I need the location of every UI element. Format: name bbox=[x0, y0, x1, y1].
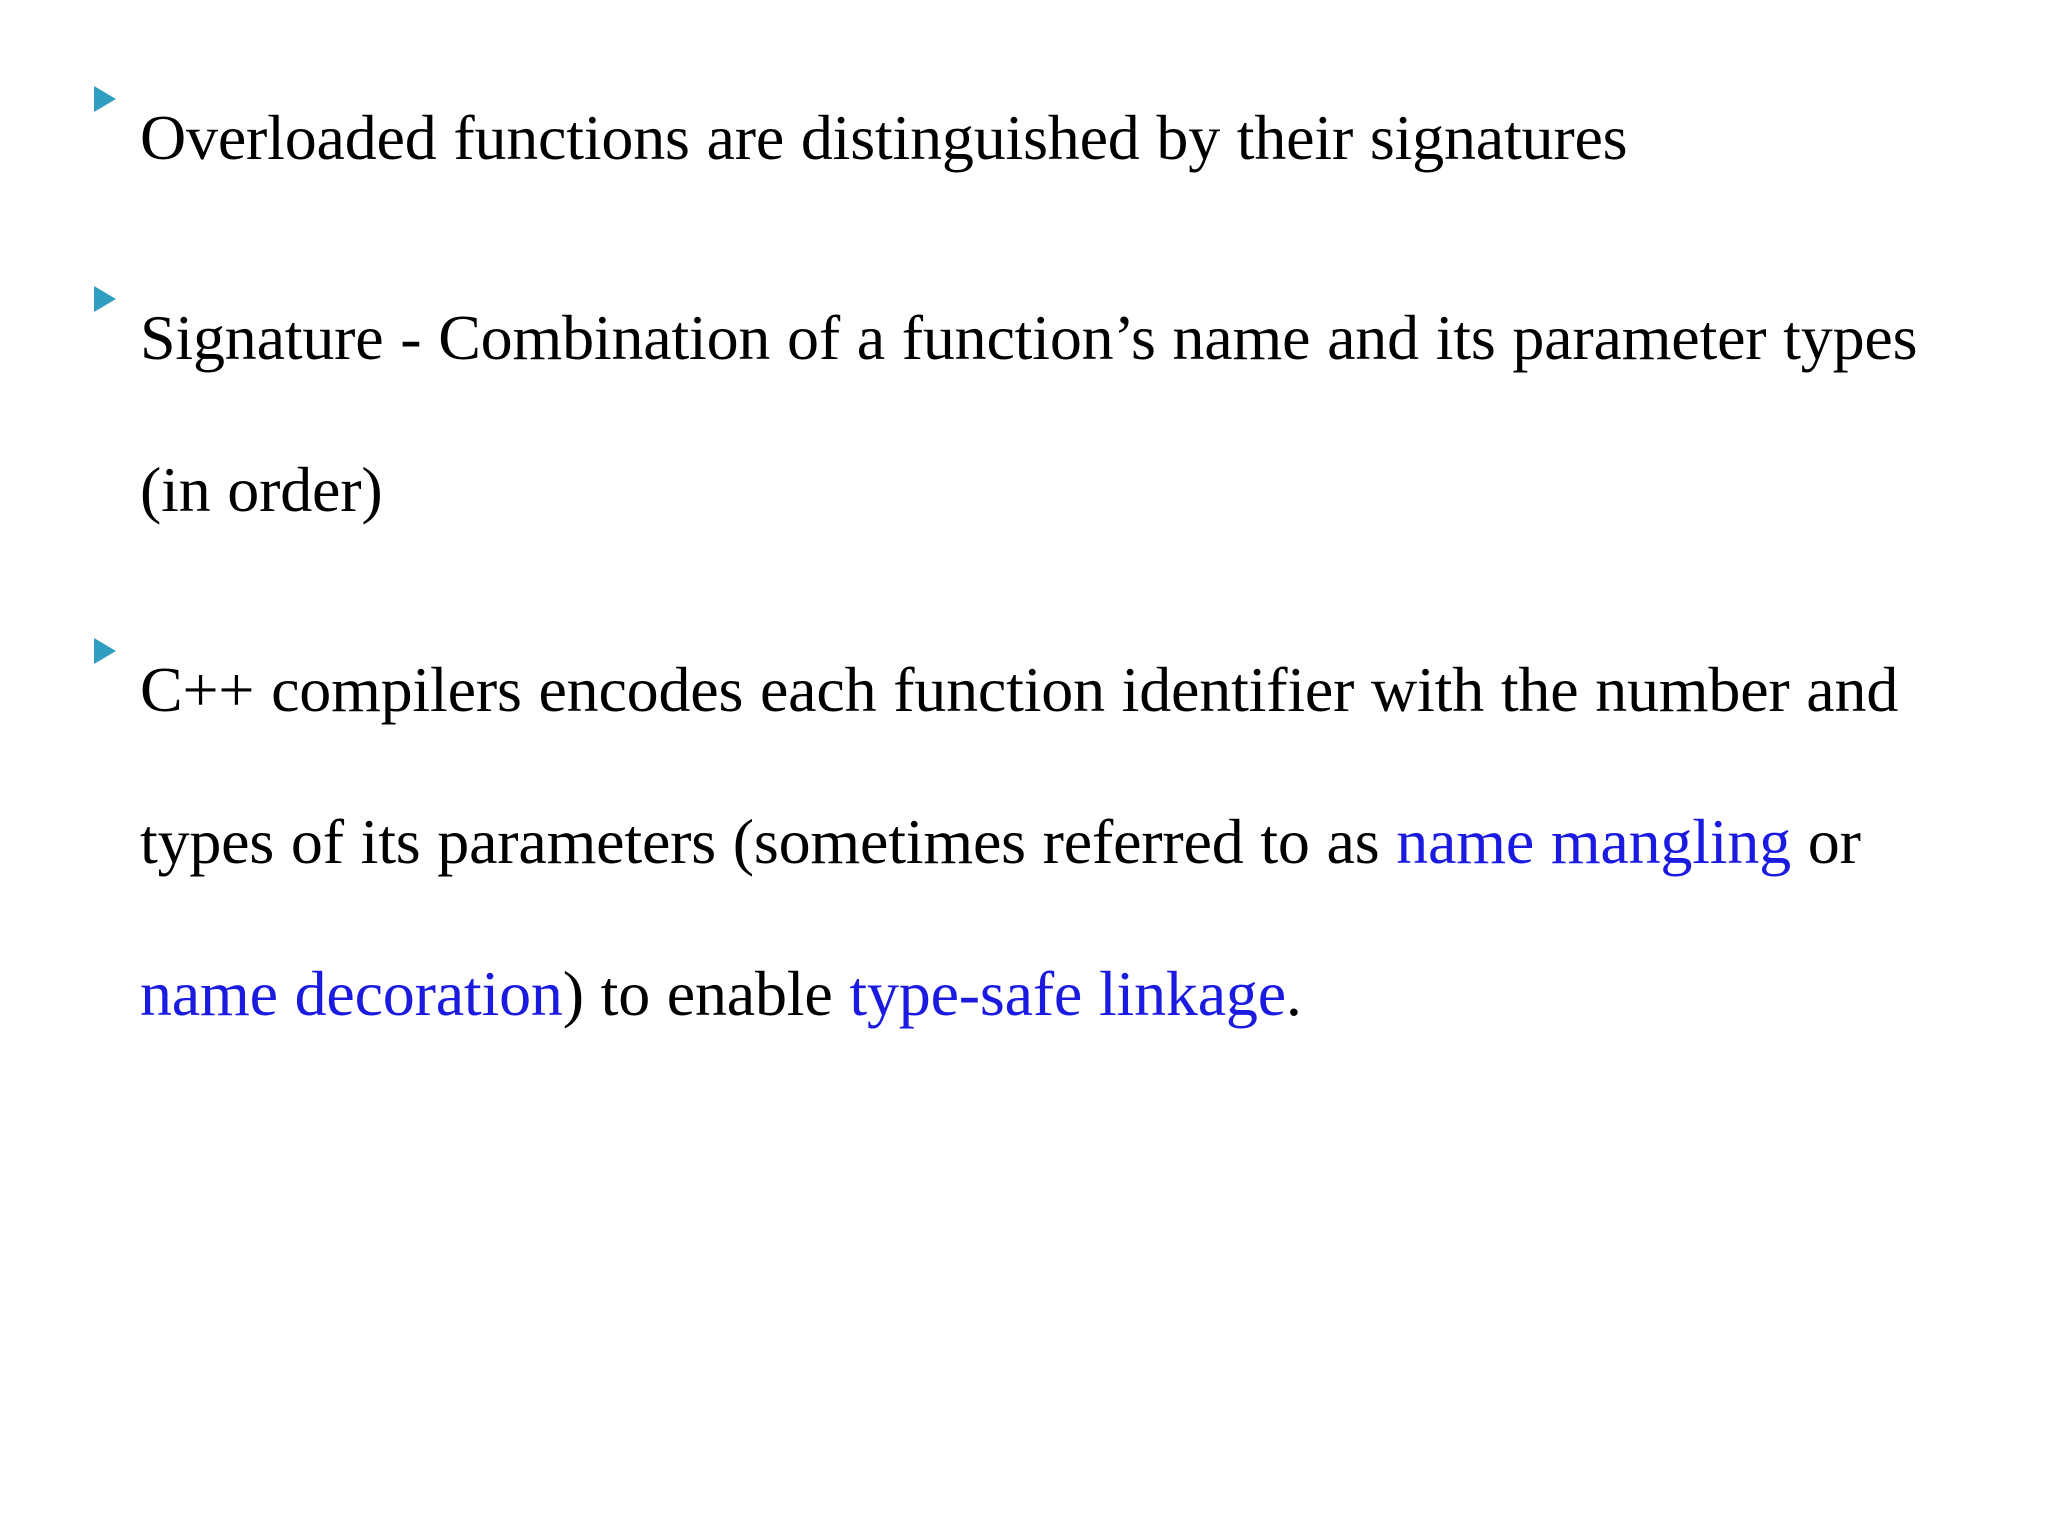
list-item: Overloaded functions are distinguished b… bbox=[88, 62, 1978, 214]
bullet-run-period: . bbox=[1285, 958, 1302, 1029]
bullet-run-to-enable: ) to enable bbox=[562, 958, 850, 1029]
list-item: Signature - Combination of a function’s … bbox=[88, 262, 1978, 566]
triangle-right-icon bbox=[92, 262, 122, 336]
highlight-name-mangling: name mangling bbox=[1396, 806, 1791, 877]
bullet-run-plain: Overloaded functions are distinguished b… bbox=[140, 102, 1628, 173]
bullet-text-1: Overloaded functions are distinguished b… bbox=[140, 102, 1628, 173]
bullet-text-2: Signature - Combination of a function’s … bbox=[140, 302, 1917, 525]
highlight-name-decoration: name decoration bbox=[140, 958, 563, 1029]
bullet-list: Overloaded functions are distinguished b… bbox=[88, 62, 1978, 1070]
background-panel bbox=[0, 0, 190, 1536]
bullet-run-or: or bbox=[1790, 806, 1861, 877]
list-item: C++ compilers encodes each function iden… bbox=[88, 614, 1978, 1070]
triangle-right-icon bbox=[92, 62, 122, 136]
bullet-run-plain: Signature - Combination of a function’s … bbox=[140, 302, 1918, 525]
bullet-text-3: C++ compilers encodes each function iden… bbox=[140, 654, 1898, 1029]
highlight-type-safe-linkage: type-safe linkage bbox=[849, 958, 1286, 1029]
bullet-run-lead: C++ compilers encodes each function iden… bbox=[140, 654, 1899, 877]
triangle-right-icon bbox=[92, 614, 122, 688]
